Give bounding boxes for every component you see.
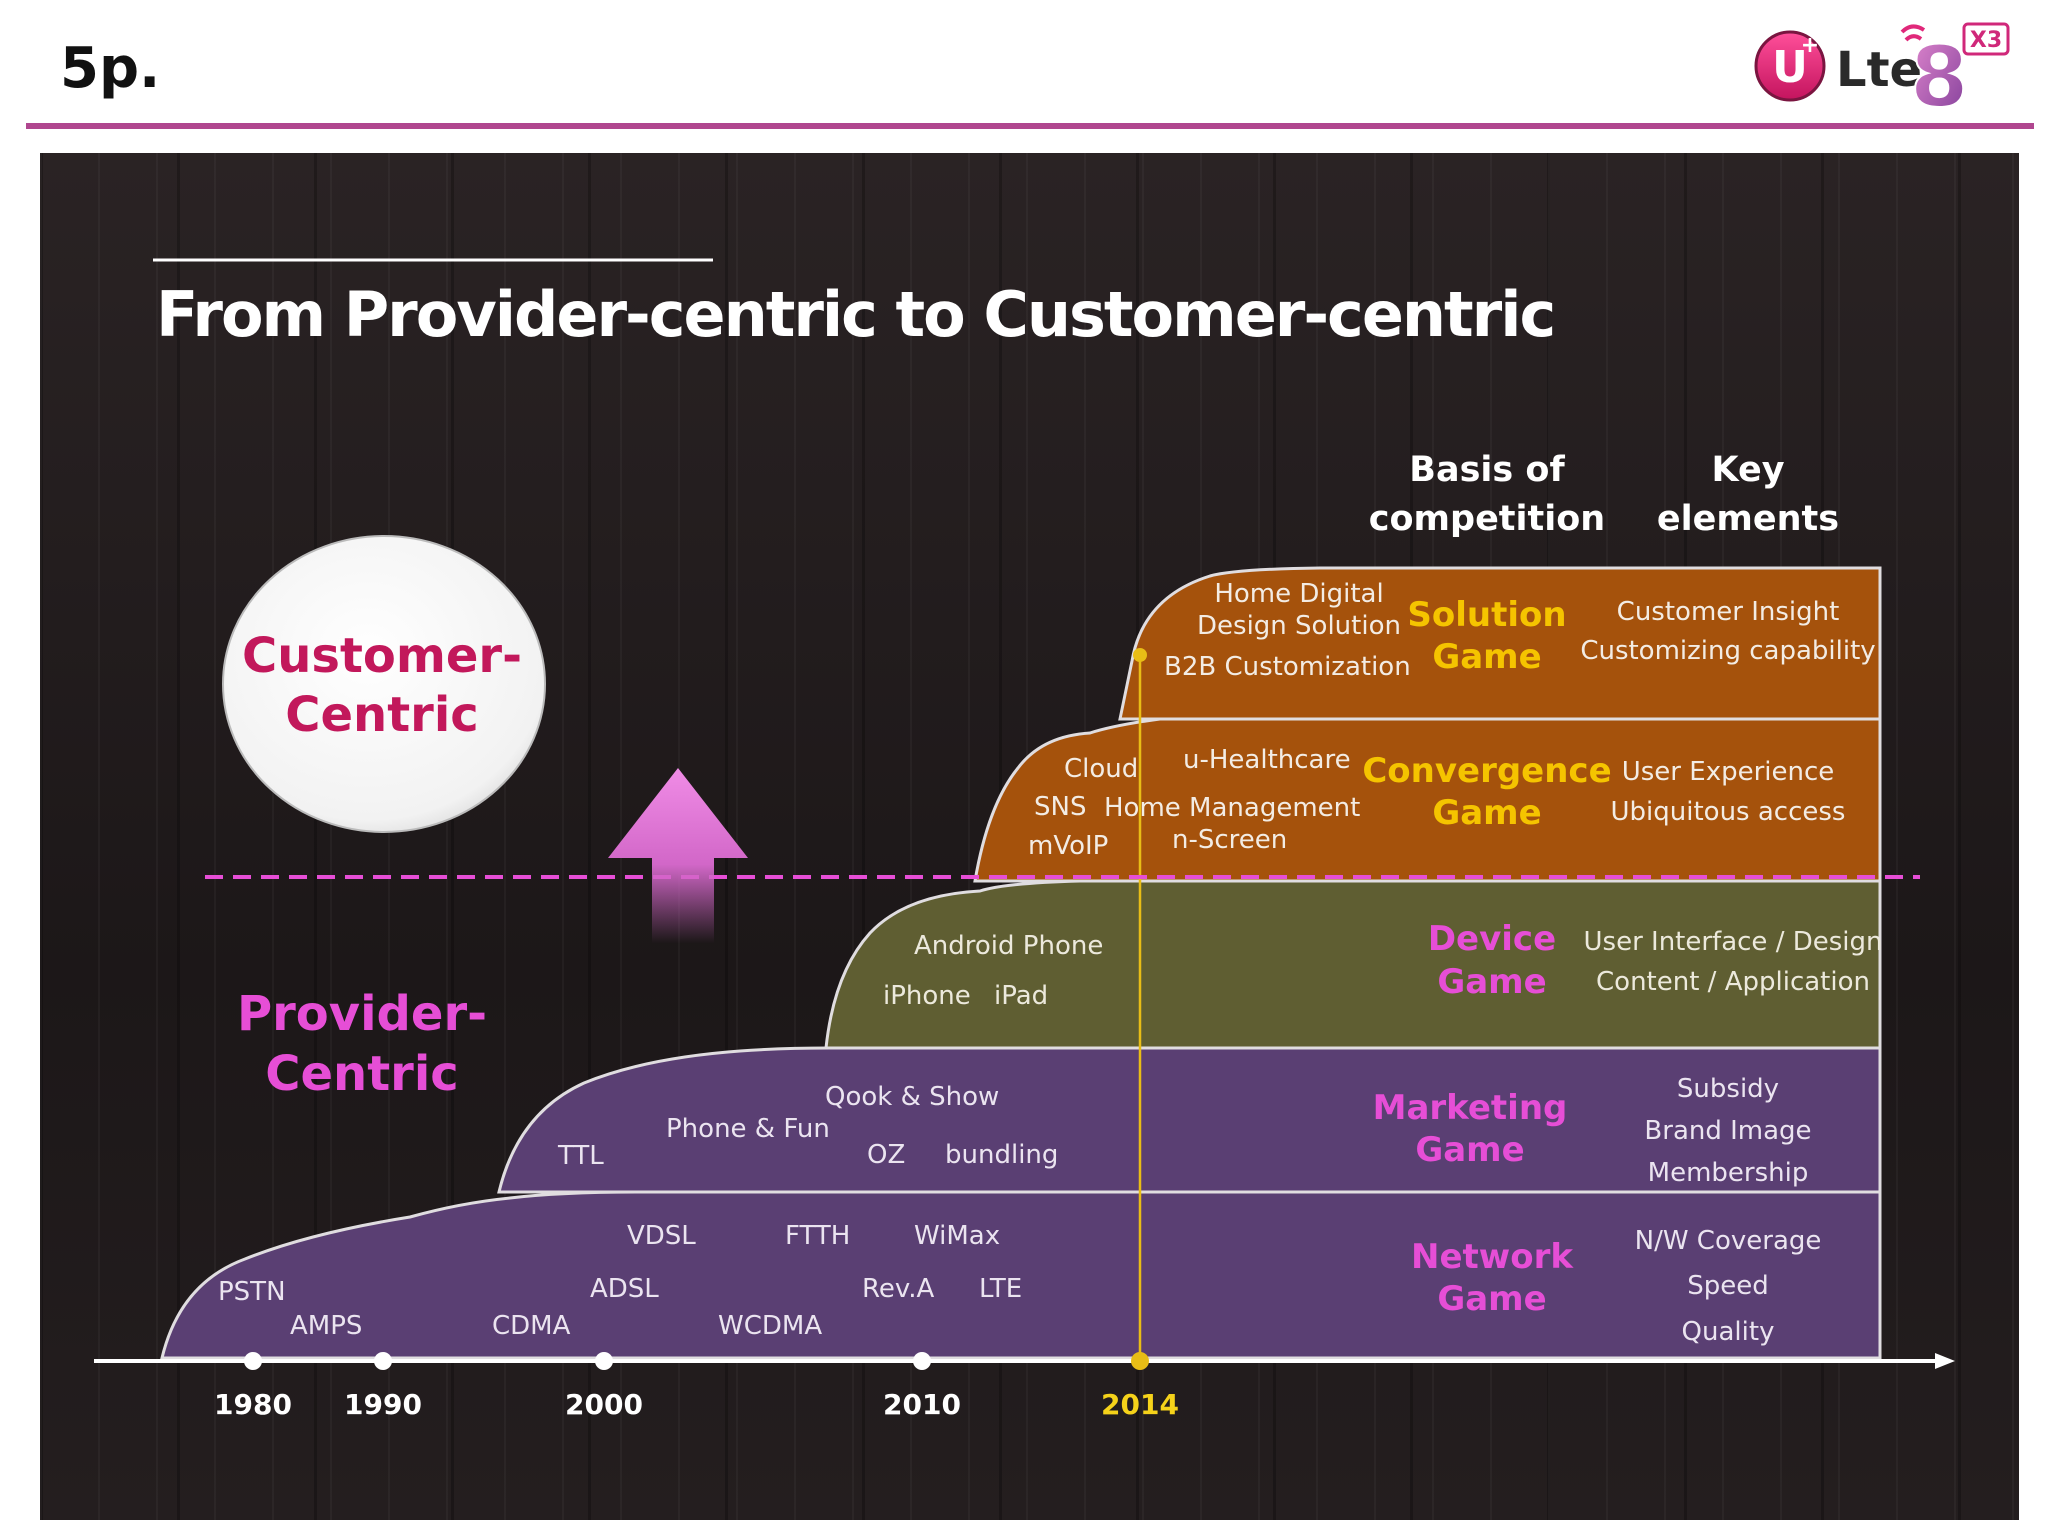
solution-item: Home Digital [1214,579,1383,609]
provider-centric-line2: Centric [265,1046,458,1102]
year-label-highlight: 2014 [1101,1388,1179,1421]
device-item: iPad [994,981,1048,1011]
svg-text:X3: X3 [1970,28,2002,53]
timeline-labels: 1980 1990 2000 2010 2014 [214,1388,1179,1421]
year-dot-2010 [913,1352,931,1370]
device-game-line2: Game [1437,962,1546,1002]
network-item: WCDMA [718,1311,822,1341]
convergence-layer: Cloud SNS mVoIP u-Healthcare Home Manage… [1028,745,1845,861]
network-game-line1: Network [1411,1237,1574,1277]
key-header-line1: Key [1711,450,1784,490]
up-arrow-icon [608,768,748,943]
solution-key-element: Customer Insight [1617,597,1840,627]
convergence-band [973,717,1882,883]
key-header-line2: elements [1657,499,1839,539]
network-item: ADSL [590,1274,659,1304]
solution-layer: Home Digital Design Solution B2B Customi… [1164,579,1876,682]
network-key-element: Quality [1682,1317,1775,1347]
network-key-element: Speed [1687,1271,1769,1301]
year-dot-2000 [595,1352,613,1370]
basis-header-line1: Basis of [1409,450,1565,490]
convergence-item: SNS [1034,792,1086,822]
network-item: Rev.A [862,1274,935,1304]
network-item: VDSL [627,1221,696,1251]
year-label: 1980 [214,1388,292,1421]
solution-game-line1: Solution [1407,595,1566,635]
network-item: PSTN [218,1277,286,1307]
solution-key-element: Customizing capability [1580,636,1875,666]
network-key-element: N/W Coverage [1635,1226,1822,1256]
page-number: 5p. [60,36,161,101]
network-item: LTE [979,1274,1022,1304]
network-game-line2: Game [1437,1279,1546,1319]
uplus-lte8-logo: U + Lte 8 X3 [1754,22,2010,114]
svg-text:U: U [1772,42,1808,93]
evolution-diagram: From Provider-centric to Customer-centri… [94,258,1955,1421]
year-label: 2010 [883,1388,961,1421]
device-layer: Android Phone iPhone iPad Device Game Us… [883,919,1883,1011]
convergence-item: u-Healthcare [1183,745,1351,775]
svg-text:+: + [1801,33,1819,58]
marketing-item: Qook & Show [825,1082,999,1112]
marketing-item: bundling [945,1140,1058,1170]
svg-text:8: 8 [1910,28,1968,114]
slide-title: From Provider-centric to Customer-centri… [156,278,1554,351]
year-label: 1990 [344,1388,422,1421]
convergence-game-line2: Game [1432,793,1541,833]
convergence-game-line1: Convergence [1362,751,1611,791]
convergence-key-element: Ubiquitous access [1611,797,1846,827]
timeline-ticks [244,1352,1149,1370]
slide: From Provider-centric to Customer-centri… [40,153,2019,1520]
year-dot-1990 [374,1352,392,1370]
convergence-item: mVoIP [1028,831,1108,861]
network-item: WiMax [914,1221,1000,1251]
convergence-item: n-Screen [1172,825,1287,855]
device-item: Android Phone [914,931,1103,961]
timeline-arrowhead-icon [1935,1353,1955,1369]
year-label: 2000 [565,1388,643,1421]
marketing-key-element: Brand Image [1644,1116,1811,1146]
marketing-item: Phone & Fun [666,1114,830,1144]
marketing-key-element: Subsidy [1677,1074,1779,1104]
solution-band [1118,566,1882,721]
year-dot-1980 [244,1352,262,1370]
network-layer: PSTN AMPS CDMA ADSL VDSL WCDMA FTTH Rev.… [218,1221,1821,1347]
solution-item: Design Solution [1197,611,1401,641]
solution-game-line2: Game [1432,637,1541,677]
network-item: FTTH [785,1221,850,1251]
year-dot-2014 [1131,1352,1149,1370]
device-item: iPhone [883,981,971,1011]
marketing-layer: TTL Phone & Fun Qook & Show OZ bundling … [557,1074,1812,1188]
marketing-item: OZ [867,1140,905,1170]
solution-item: B2B Customization [1164,652,1411,682]
marketing-game-line2: Game [1415,1130,1524,1170]
network-item: CDMA [492,1311,571,1341]
basis-header-line2: competition [1369,499,1605,539]
header-rule [26,123,2034,129]
device-key-element: Content / Application [1596,967,1870,997]
svg-text:Lte: Lte [1836,42,1922,98]
marketing-key-element: Membership [1648,1158,1809,1188]
device-game-line1: Device [1428,919,1556,959]
network-item: AMPS [290,1311,362,1341]
customer-centric-line1: Customer- [242,628,522,684]
marketing-band [497,1046,1882,1194]
network-band [160,1190,1882,1360]
device-band [824,879,1882,1050]
convergence-key-element: User Experience [1622,757,1835,787]
convergence-item: Cloud [1064,754,1138,784]
provider-centric-line1: Provider- [237,986,487,1042]
device-key-element: User Interface / Design [1584,927,1883,957]
marketing-item: TTL [557,1141,604,1171]
customer-centric-line2: Centric [285,687,478,743]
customer-centric-circle [222,535,546,833]
convergence-item: Home Management [1104,793,1360,823]
marketing-game-line1: Marketing [1373,1088,1568,1128]
year-2014-marker-dot [1133,648,1147,662]
